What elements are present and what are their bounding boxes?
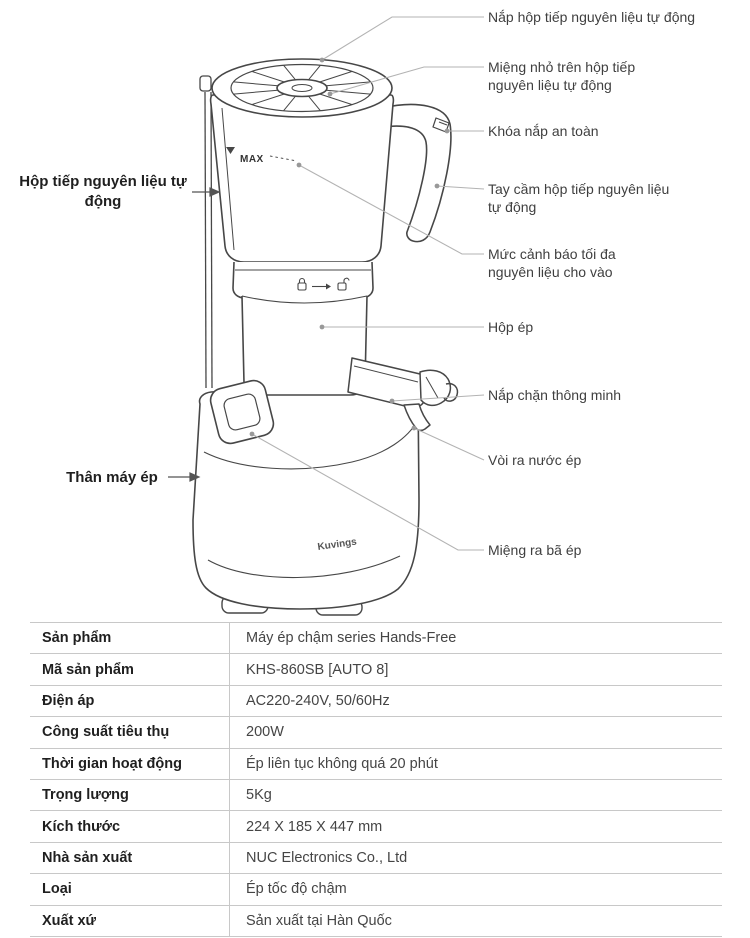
leader-dots [249,57,450,437]
callout-max-warning: Mức cảnh báo tối đa nguyên liệu cho vào [488,246,616,281]
spec-value: 5Kg [246,787,272,804]
callout-juice-spout: Vòi ra nước ép [488,452,582,468]
lock-open-icon [337,277,350,291]
spec-label: Sản phẩm [30,623,230,654]
spec-label: Điện áp [30,685,230,717]
callout-handle: Tay cầm hộp tiếp nguyên liệu tự động [488,181,670,216]
table-row: Mã sản phẩm KHS-860SB [AUTO 8] [30,654,722,686]
table-row: Nhà sản xuất NUC Electronics Co., Ltd [30,842,722,875]
spec-table: Sản phẩm Máy ép chậm series Hands-Free M… [30,622,722,937]
table-row: Loại Ép tốc độ chậm [30,874,722,906]
hopper-lid [211,58,393,118]
spec-value: 200W [246,724,284,741]
spec-value: 224 X 185 X 447 mm [246,818,383,835]
spec-label: Kích thước [30,811,230,842]
press-chamber [241,295,368,396]
spec-label: Thời gian hoạt động [30,748,230,779]
table-row: Xuất xứ Sản xuất tại Hàn Quốc [30,905,722,937]
callout-pulp-outlet: Miệng ra bã ép [488,542,582,558]
lock-closed-icon [297,277,307,291]
spec-value: Ép tốc độ chậm [246,881,347,898]
hopper-handle [381,103,452,243]
spec-value: Ép liên tục không quá 20 phút [246,755,438,772]
table-row: Trọng lượng 5Kg [30,779,722,812]
callout-press-chamber: Hộp ép [488,319,534,335]
spec-value: Sản xuất tại Hàn Quốc [246,912,392,929]
table-row: Điện áp AC220-240V, 50/60Hz [30,685,722,718]
smart-cap [419,369,459,407]
max-label: MAX [240,154,264,165]
side-strip [199,75,213,389]
collar [232,261,374,299]
spec-value: AC220-240V, 50/60Hz [246,692,390,709]
callout-smart-cap: Nắp chặn thông minh [488,387,622,403]
spec-label: Nhà sản xuất [30,842,230,874]
leader-lines [251,16,485,551]
callout-safety-lock: Khóa nắp an toàn [488,123,599,139]
table-row: Công suất tiêu thụ 200W [30,717,722,749]
table-row: Kích thước 224 X 185 X 447 mm [30,811,722,843]
spec-value: Máy ép chậm series Hands-Free [246,630,457,647]
left-pointer-arrows [168,187,221,482]
spout-tip [403,403,431,432]
hopper-body [209,94,395,263]
callout-lid: Nắp hộp tiếp nguyên liệu tự động [488,9,696,25]
spec-label: Xuất xứ [30,905,230,936]
spec-value: NUC Electronics Co., Ltd [246,849,408,866]
rotate-arrow-icon [312,283,331,290]
spec-label: Loại [30,874,230,905]
table-row: Sản phẩm Máy ép chậm series Hands-Free [30,623,722,655]
spec-label: Công suất tiêu thụ [30,717,230,748]
juice-spout [347,357,459,432]
max-marker-icon: MAX [226,147,298,165]
lid-spokes [233,64,371,112]
part-label-body: Thân máy ép [66,469,158,486]
spec-label: Mã sản phẩm [30,654,230,685]
table-row: Thời gian hoạt động Ép liên tục không qu… [30,748,722,780]
brand-logo-text: Kuvings [317,537,358,553]
lock-indicators [297,277,350,291]
pulp-outlet [209,379,275,445]
part-label-hopper: Hộp tiếp nguyên liệu tự động [19,173,187,210]
spec-value: KHS-860SB [AUTO 8] [246,661,389,678]
spec-label: Trọng lượng [30,779,230,811]
callout-top-opening: Miệng nhỏ trên hộp tiếp nguyên liệu tự đ… [488,59,636,94]
